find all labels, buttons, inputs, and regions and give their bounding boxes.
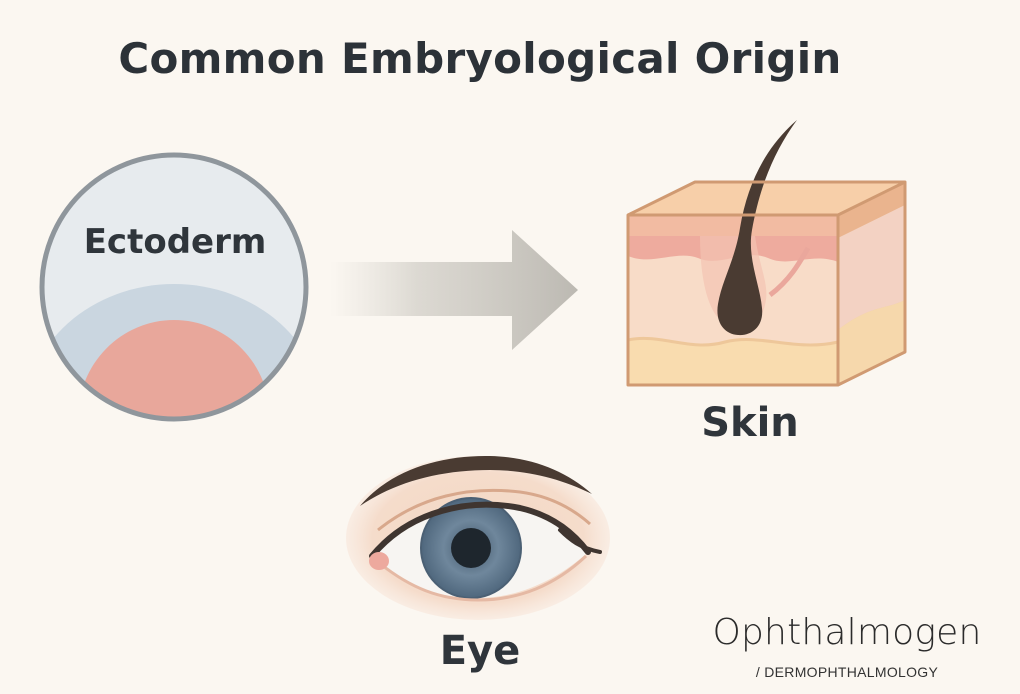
- brand-tagline: / DERMOPHTHALMOLOGY: [755, 664, 939, 680]
- skin-label: Skin: [701, 400, 799, 446]
- eye-label: Eye: [439, 628, 521, 674]
- ectoderm-label: Ectoderm: [83, 222, 267, 262]
- arrow-right-icon: [330, 230, 578, 350]
- diagram-title: Common Embryological Origin: [118, 34, 842, 83]
- brand-name: Ophthalmogen: [712, 612, 982, 653]
- eye-illustration: [346, 455, 610, 620]
- skin-block-icon: [626, 120, 907, 387]
- ectoderm-node: [39, 152, 309, 422]
